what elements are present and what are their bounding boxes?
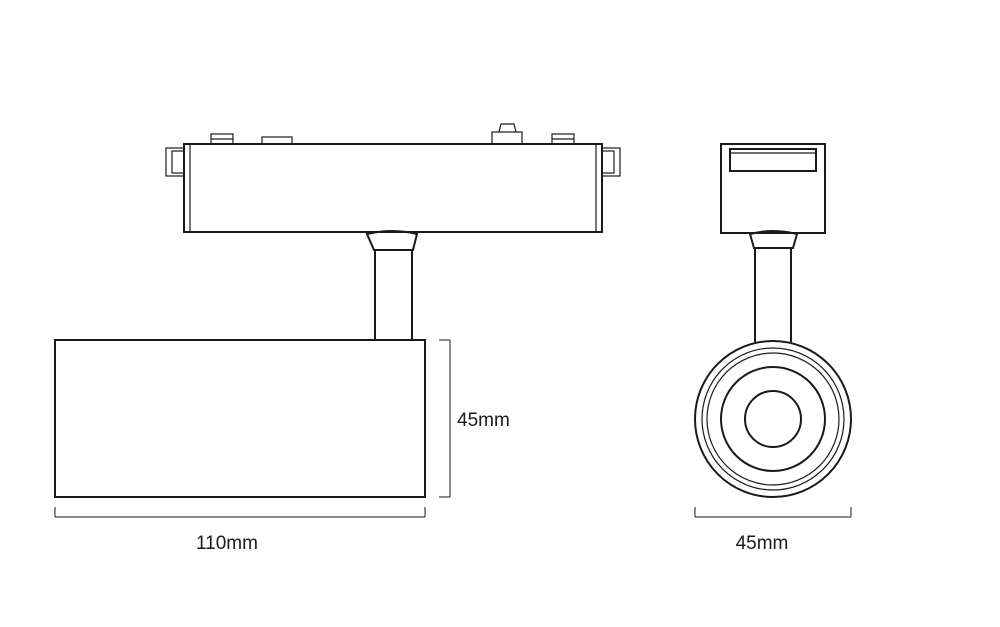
adapter-end-face — [720, 143, 826, 234]
track-adapter-body — [183, 143, 603, 233]
lamp-head-side — [54, 339, 426, 498]
side-view: 45mm 110mm — [54, 123, 621, 554]
adapter-top-contacts — [210, 123, 575, 145]
width-dimension: 45mm — [694, 507, 852, 554]
side-stem — [365, 230, 419, 340]
length-dimension: 110mm — [54, 507, 426, 554]
outer-ring — [694, 340, 852, 498]
length-label: 110mm — [196, 533, 258, 554]
contact-locker — [491, 131, 523, 145]
contact-tab — [261, 136, 293, 145]
clip-right — [601, 147, 621, 177]
width-label: 45mm — [736, 533, 789, 554]
clip-left — [165, 147, 185, 177]
lamp-head-front — [694, 340, 852, 498]
adapter-slot — [729, 148, 817, 172]
height-dimension: 45mm — [439, 339, 510, 498]
led-lens — [744, 390, 802, 448]
reflector-ring — [720, 366, 826, 472]
height-label: 45mm — [457, 410, 510, 431]
front-view: 45mm — [694, 143, 852, 554]
front-stem — [748, 230, 799, 342]
adapter-side-clips — [165, 147, 621, 177]
